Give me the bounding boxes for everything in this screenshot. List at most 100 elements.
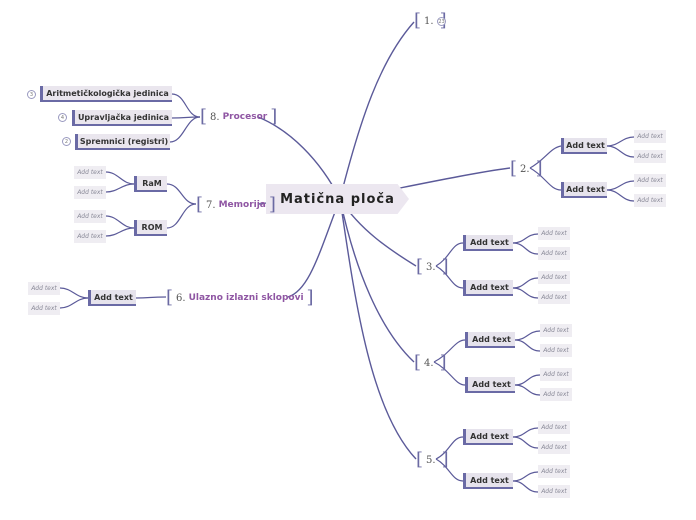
leaf-add-text-label: Add text	[543, 371, 569, 378]
connector-line	[606, 189, 635, 202]
leaf-add-text-label: Add text	[543, 391, 569, 398]
topic-add-text[interactable]: Add text	[463, 473, 513, 489]
branch-7-number: 7.	[206, 199, 216, 211]
topic-alu-badge[interactable]: 3	[27, 90, 36, 99]
topic-add-text[interactable]: Add text	[463, 429, 513, 445]
topic-add-text[interactable]: Add text	[465, 377, 515, 393]
connector-line	[606, 180, 635, 191]
leaf-add-text[interactable]: Add text	[634, 174, 666, 187]
topic-add-text[interactable]: Add text	[561, 182, 607, 198]
central-topic-label: Matična ploča	[280, 191, 395, 207]
leaf-add-text[interactable]: Add text	[74, 186, 106, 199]
connector-line	[105, 227, 135, 237]
leaf-add-text-label: Add text	[31, 305, 57, 312]
connector-line	[59, 287, 89, 299]
leaf-add-text[interactable]: Add text	[28, 302, 60, 315]
bracket-right: ]	[535, 158, 543, 179]
branch-8[interactable]: [ 8. Procesor ]	[200, 108, 277, 126]
leaf-add-text[interactable]: Add text	[540, 344, 572, 357]
leaf-add-text[interactable]: Add text	[74, 166, 106, 179]
leaf-add-text[interactable]: Add text	[538, 485, 570, 498]
leaf-add-text-label: Add text	[541, 230, 567, 237]
leaf-add-text-label: Add text	[541, 274, 567, 281]
topic-add-text-label: Add text	[566, 140, 605, 150]
topic-registers[interactable]: Spremnici (registri)	[75, 134, 170, 150]
leaf-add-text[interactable]: Add text	[538, 421, 570, 434]
branch-3[interactable]: [ 3. ]	[416, 258, 449, 276]
bracket-left: [	[200, 106, 208, 127]
leaf-add-text[interactable]: Add text	[538, 441, 570, 454]
bracket-right: ]	[439, 352, 447, 373]
branch-1-number: 1.	[424, 15, 434, 27]
branch-6[interactable]: [ 6. Ulazno izlazni sklopovi ]	[166, 289, 314, 307]
leaf-add-text-label: Add text	[541, 488, 567, 495]
bracket-left: [	[414, 10, 422, 31]
connector-line	[339, 21, 415, 200]
branch-8-label: Procesor	[222, 112, 268, 122]
connector-line	[287, 198, 341, 298]
leaf-add-text[interactable]: Add text	[28, 282, 60, 295]
connector-line	[606, 136, 635, 147]
branch-5[interactable]: [ 5. ]	[416, 451, 449, 469]
leaf-add-text[interactable]: Add text	[540, 324, 572, 337]
topic-add-text[interactable]: Add text	[463, 280, 513, 296]
branch-6-number: 6.	[176, 292, 186, 304]
connector-line	[512, 287, 539, 299]
topic-registers-badge[interactable]: 2	[62, 137, 71, 146]
leaf-add-text-label: Add text	[541, 444, 567, 451]
bracket-right: ]	[441, 449, 449, 470]
leaf-add-text[interactable]: Add text	[540, 388, 572, 401]
leaf-add-text-label: Add text	[31, 285, 57, 292]
topic-add-text[interactable]: Add text	[465, 332, 515, 348]
bracket-left: [	[510, 158, 518, 179]
branch-7-label: Memorija	[218, 200, 266, 210]
connector-line	[169, 116, 201, 143]
leaf-add-text[interactable]: Add text	[538, 247, 570, 260]
leaf-add-text[interactable]: Add text	[538, 291, 570, 304]
bracket-left: [	[416, 256, 424, 277]
connector-line	[512, 242, 539, 255]
central-topic[interactable]: Matična ploča	[266, 184, 409, 214]
collapse-count-badge[interactable]: 23	[437, 17, 446, 26]
leaf-add-text[interactable]: Add text	[634, 150, 666, 163]
leaf-add-text[interactable]: Add text	[634, 194, 666, 207]
topic-control-unit[interactable]: Upravljačka jedinica	[72, 110, 172, 126]
topic-control-unit-badge[interactable]: 4	[58, 113, 67, 122]
leaf-add-text[interactable]: Add text	[538, 465, 570, 478]
topic-alu[interactable]: Aritmetičkologička jedinica	[40, 86, 172, 102]
topic-add-text[interactable]: Add text	[561, 138, 607, 154]
branch-3-number: 3.	[426, 261, 436, 273]
topic-add-text[interactable]: Add text	[88, 290, 136, 306]
branch-7[interactable]: [ 7. Memorija ]	[196, 196, 276, 214]
connector-line	[339, 198, 417, 460]
leaf-add-text-label: Add text	[541, 294, 567, 301]
connector-line	[171, 93, 201, 118]
branch-4[interactable]: [ 4. ]	[414, 354, 447, 372]
leaf-add-text[interactable]: Add text	[540, 368, 572, 381]
leaf-add-text[interactable]: Add text	[634, 130, 666, 143]
topic-rom[interactable]: ROM	[134, 220, 167, 236]
leaf-add-text-label: Add text	[637, 177, 663, 184]
connector-line	[339, 198, 415, 363]
leaf-add-text-label: Add text	[77, 233, 103, 240]
branch-8-number: 8.	[210, 111, 220, 123]
connector-line	[512, 277, 539, 289]
bracket-right: ]	[441, 256, 449, 277]
topic-add-text-label: Add text	[472, 379, 511, 389]
leaf-add-text[interactable]: Add text	[538, 271, 570, 284]
connector-line	[399, 167, 511, 189]
leaf-add-text-label: Add text	[541, 424, 567, 431]
leaf-add-text[interactable]: Add text	[74, 210, 106, 223]
branch-2[interactable]: [ 2. ]	[510, 160, 543, 178]
branch-6-label: Ulazno izlazni sklopovi	[188, 293, 304, 303]
connector-line	[435, 242, 464, 267]
connector-line	[514, 374, 541, 386]
topic-ram-label: RaM	[142, 178, 162, 188]
leaf-add-text[interactable]: Add text	[538, 227, 570, 240]
leaf-add-text-label: Add text	[637, 153, 663, 160]
leaf-add-text[interactable]: Add text	[74, 230, 106, 243]
topic-add-text[interactable]: Add text	[463, 235, 513, 251]
topic-ram[interactable]: RaM	[134, 176, 167, 192]
connector-line	[105, 171, 135, 185]
